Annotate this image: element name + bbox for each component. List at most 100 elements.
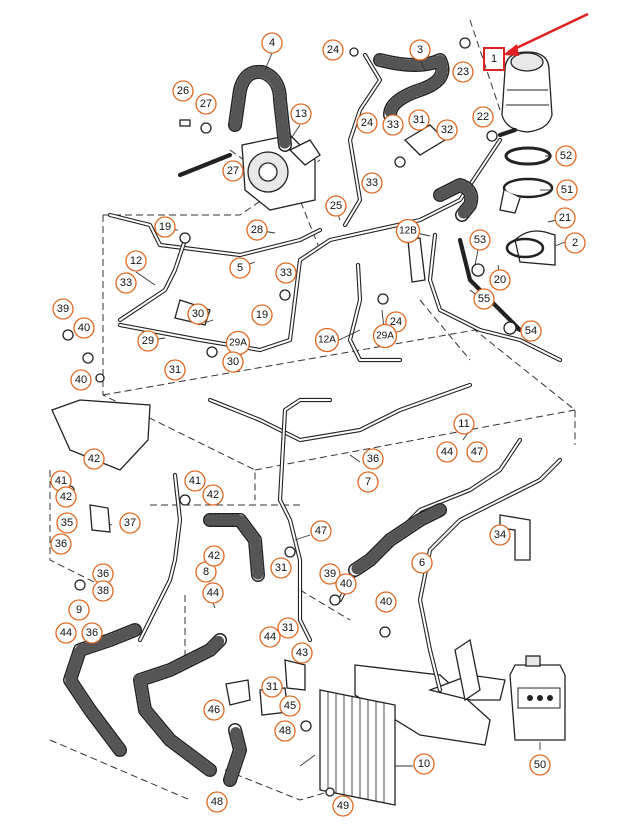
callout-29a1: 29A: [225, 330, 251, 356]
callout-30b: 30: [222, 351, 244, 373]
callout-label: 44: [60, 627, 72, 639]
callout-33a: 33: [382, 114, 404, 136]
callout-ring: [452, 61, 474, 83]
callout-ring: [270, 557, 292, 579]
callout-35: 35: [56, 512, 78, 534]
callout-ring: [408, 109, 430, 131]
callout-label: 2: [572, 237, 578, 249]
callout-label: 21: [559, 212, 571, 224]
callout-label: 12B: [399, 226, 417, 237]
callout-label: 47: [315, 525, 327, 537]
callout-label: 34: [494, 529, 506, 541]
callout-label: 5: [237, 262, 243, 274]
callout-ring: [70, 369, 92, 391]
callout-label: 8: [203, 566, 209, 578]
callout-label: 42: [208, 550, 220, 562]
callout-label: 44: [441, 446, 453, 458]
callout-label: 24: [327, 44, 339, 56]
callout-ring: [372, 323, 398, 349]
callout-ring: [556, 179, 578, 201]
callout-label: 54: [525, 325, 537, 337]
callout-label: 22: [477, 111, 489, 123]
steering-rack: [354, 638, 506, 746]
highlight-box: [483, 47, 505, 71]
leader-lines: [99, 52, 566, 767]
callout-36a: 36: [362, 448, 384, 470]
callout-label: 41: [189, 475, 201, 487]
callout-label: 41: [55, 475, 67, 487]
callout-label: 30: [227, 356, 239, 368]
callout-label: 12: [130, 255, 142, 267]
callout-label: 11: [458, 418, 469, 430]
callout-label: 42: [60, 491, 72, 503]
callout-3: 3: [409, 39, 431, 61]
callout-31a: 31: [164, 359, 186, 381]
callout-label: 48: [279, 725, 291, 737]
callout-label: 30: [192, 308, 204, 320]
callout-ring: [137, 330, 159, 352]
callout-label: 1: [491, 53, 497, 65]
callout-label: 3: [417, 44, 423, 56]
callout-ring: [154, 216, 176, 238]
callout-ring: [222, 351, 244, 373]
callout-label: 33: [120, 277, 132, 289]
callout-label: 40: [75, 374, 87, 386]
callout-label: 4: [269, 37, 275, 49]
callout-40c: 40: [335, 573, 357, 595]
callout-44b: 44: [202, 582, 224, 604]
callout-29a2: 29A: [372, 323, 398, 349]
callout-47a: 47: [466, 441, 488, 463]
callout-ring: [164, 359, 186, 381]
callout-ring: [229, 257, 251, 279]
callout-24a: 24: [322, 39, 344, 61]
reservoir: [497, 51, 553, 138]
callout-39a: 39: [52, 298, 74, 320]
callout-label: 24: [361, 117, 373, 129]
callout-label: 36: [97, 568, 109, 580]
callout-label: 40: [380, 596, 392, 608]
callout-6: 6: [411, 552, 433, 574]
callout-label: 6: [419, 557, 425, 569]
callout-label: 44: [207, 587, 219, 599]
callout-ring: [246, 219, 268, 241]
callout-50: 50: [529, 754, 551, 776]
callout-7: 7: [357, 471, 379, 493]
callout-label: 51: [561, 184, 573, 196]
callout-31d: 31: [277, 617, 299, 639]
callout-ring: [261, 32, 283, 54]
callout-42d: 42: [203, 545, 225, 567]
callout-ring: [119, 512, 141, 534]
callout-label: 10: [418, 758, 430, 770]
callout-label: 43: [296, 647, 308, 659]
callout-ring: [335, 573, 357, 595]
callout-19a: 19: [154, 216, 176, 238]
oil-cooler: [319, 689, 396, 806]
callout-1: 1: [491, 53, 497, 65]
callout-label: 32: [441, 124, 453, 136]
callout-label: 12A: [318, 335, 336, 346]
callout-label: 52: [560, 150, 572, 162]
callout-label: 29A: [376, 331, 394, 342]
callout-28: 28: [246, 219, 268, 241]
callout-42c: 42: [202, 484, 224, 506]
callout-54: 54: [520, 320, 542, 342]
callout-46: 46: [203, 699, 225, 721]
callout-ring: [413, 753, 435, 775]
callout-24b: 24: [356, 112, 378, 134]
callout-label: 42: [88, 453, 100, 465]
callout-36b: 36: [50, 533, 72, 555]
callout-49: 49: [332, 795, 354, 817]
callout-42b: 42: [55, 486, 77, 508]
seal-ring: [504, 146, 552, 166]
callout-ring: [55, 622, 77, 644]
callout-53: 53: [469, 229, 491, 251]
callout-ring: [291, 642, 313, 664]
callout-ring: [92, 580, 114, 602]
callout-ring: [222, 160, 244, 182]
callout-37: 37: [119, 512, 141, 534]
callout-ring: [489, 524, 511, 546]
callout-label: 39: [57, 303, 69, 315]
callout-ring: [115, 272, 137, 294]
callout-39b: 39: [319, 563, 341, 585]
callout-45: 45: [279, 695, 301, 717]
